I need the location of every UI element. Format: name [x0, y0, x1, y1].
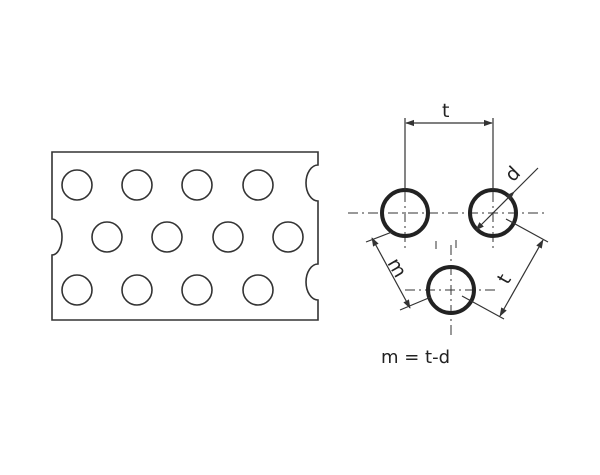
- pitch-dimension-diagonal: [461, 218, 549, 320]
- sheet-hole: [61, 169, 93, 201]
- gap-dimension: [365, 231, 432, 311]
- center-ticks: [435, 240, 457, 249]
- pitch-label-top: t: [442, 100, 449, 122]
- pitch-label-diagonal: t: [493, 270, 516, 287]
- sheet-hole: [121, 274, 153, 306]
- diameter-label: d: [501, 162, 525, 186]
- sheet-hole: [91, 221, 123, 253]
- hole-row-3: [61, 274, 274, 306]
- sheet-hole: [121, 169, 153, 201]
- sheet-hole: [181, 274, 213, 306]
- sheet-hole: [242, 274, 274, 306]
- formula-text: m = t-d: [381, 347, 450, 368]
- perforated-sheet: [51, 151, 319, 321]
- hole-detail: t d t m m = t-d: [348, 100, 549, 368]
- gap-label: m: [383, 254, 411, 281]
- sheet-hole: [272, 221, 304, 253]
- hole-row-2: [91, 221, 304, 253]
- sheet-hole: [151, 221, 183, 253]
- diameter-dimension: [475, 167, 539, 231]
- sheet-outline: [51, 151, 319, 321]
- pitch-dimension-top: [404, 118, 494, 190]
- sheet-hole: [61, 274, 93, 306]
- sheet-hole: [181, 169, 213, 201]
- sheet-hole: [212, 221, 244, 253]
- detail-hole-bottom: [426, 265, 476, 315]
- sheet-hole: [242, 169, 274, 201]
- hole-row-1: [61, 169, 274, 201]
